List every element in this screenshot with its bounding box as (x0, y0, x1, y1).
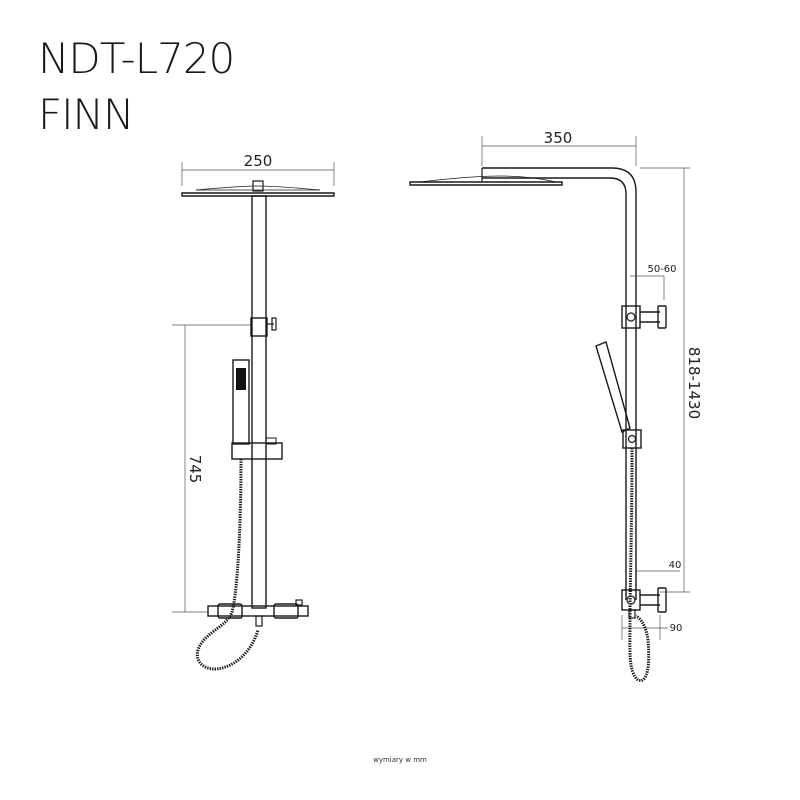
front-height-dimension: 745 (172, 324, 250, 613)
side-height-dimension: 818-1430 (640, 167, 703, 593)
rain-shower-head-side (409, 181, 563, 186)
front-width-dimension: 250 (181, 152, 335, 186)
head-connector-front (252, 180, 264, 192)
hand-shower-holder-front (231, 442, 283, 460)
outlet-dimension: 90 (621, 615, 683, 640)
hand-shower-side (595, 341, 631, 433)
front-view: 250 (172, 152, 335, 671)
lower-bracket-dimension-label: 40 (669, 560, 682, 571)
thermostatic-mixer-front (207, 599, 309, 627)
side-depth-label: 350 (544, 129, 573, 147)
riser-pipe-front (251, 195, 267, 609)
shower-hose-front (195, 458, 260, 671)
side-height-label: 818-1430 (685, 347, 703, 419)
height-clamp-front (250, 317, 268, 337)
hand-shower-front (232, 359, 250, 445)
upper-wall-bracket: 50-60 (621, 264, 677, 329)
model-code-title: NDT-L720 (38, 34, 235, 83)
side-view: 350 818-1430 50-60 (409, 129, 703, 682)
outlet-dimension-label: 90 (670, 623, 683, 634)
bracket-dimension-label: 50-60 (647, 264, 676, 275)
front-width-label: 250 (244, 152, 273, 170)
lower-wall-bracket: 40 (621, 560, 682, 619)
side-depth-dimension: 350 (481, 129, 637, 166)
rain-shower-head-front (181, 192, 335, 197)
front-height-label: 745 (186, 455, 204, 484)
units-note: wymiary w mm (373, 756, 427, 764)
shower-hose-side (628, 447, 651, 682)
clamp-knob-icon (271, 317, 277, 331)
mixer-outlet-front (255, 615, 263, 627)
product-name-title: FINN (38, 90, 134, 139)
shower-arm-side (482, 167, 637, 600)
